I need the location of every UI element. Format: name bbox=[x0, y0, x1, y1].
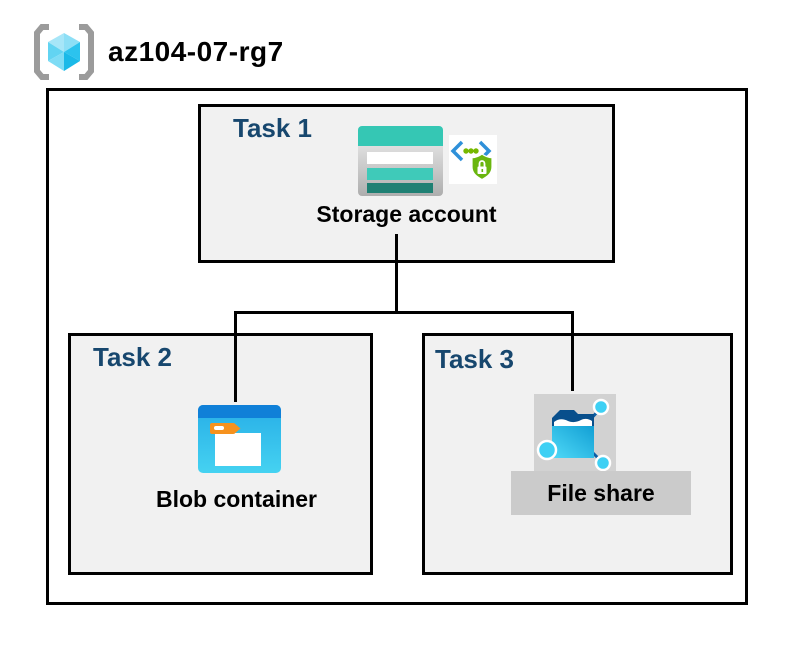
task2-label: Task 2 bbox=[93, 342, 173, 372]
secure-endpoint-icon bbox=[449, 135, 497, 184]
task2-box: Task 2 Blob container bbox=[68, 333, 373, 575]
resource-group-header: az104-07-rg7 bbox=[33, 22, 284, 82]
connector-storage-stem bbox=[395, 234, 398, 314]
task3-label: Task 3 bbox=[435, 344, 515, 374]
connector-to-blob bbox=[234, 311, 237, 402]
task2-resource-label: Blob container bbox=[155, 486, 317, 512]
connector-horizontal bbox=[234, 311, 574, 314]
file-share-icon bbox=[536, 398, 612, 471]
storage-account-icon bbox=[358, 126, 443, 196]
resource-group-icon bbox=[34, 24, 94, 80]
task1-resource-label: Storage account bbox=[316, 201, 497, 227]
blob-container-icon bbox=[198, 405, 281, 473]
task1-label: Task 1 bbox=[233, 113, 313, 143]
file-share-label-bar: File share bbox=[511, 471, 691, 515]
task3-resource-label: File share bbox=[547, 479, 655, 506]
connector-to-fileshare bbox=[571, 311, 574, 391]
task1-box: Task 1 Storage account bbox=[198, 104, 615, 263]
task3-box: Task 3 File share bbox=[422, 333, 733, 575]
resource-group-name: az104-07-rg7 bbox=[108, 36, 284, 67]
file-share-icon-background bbox=[534, 394, 616, 471]
